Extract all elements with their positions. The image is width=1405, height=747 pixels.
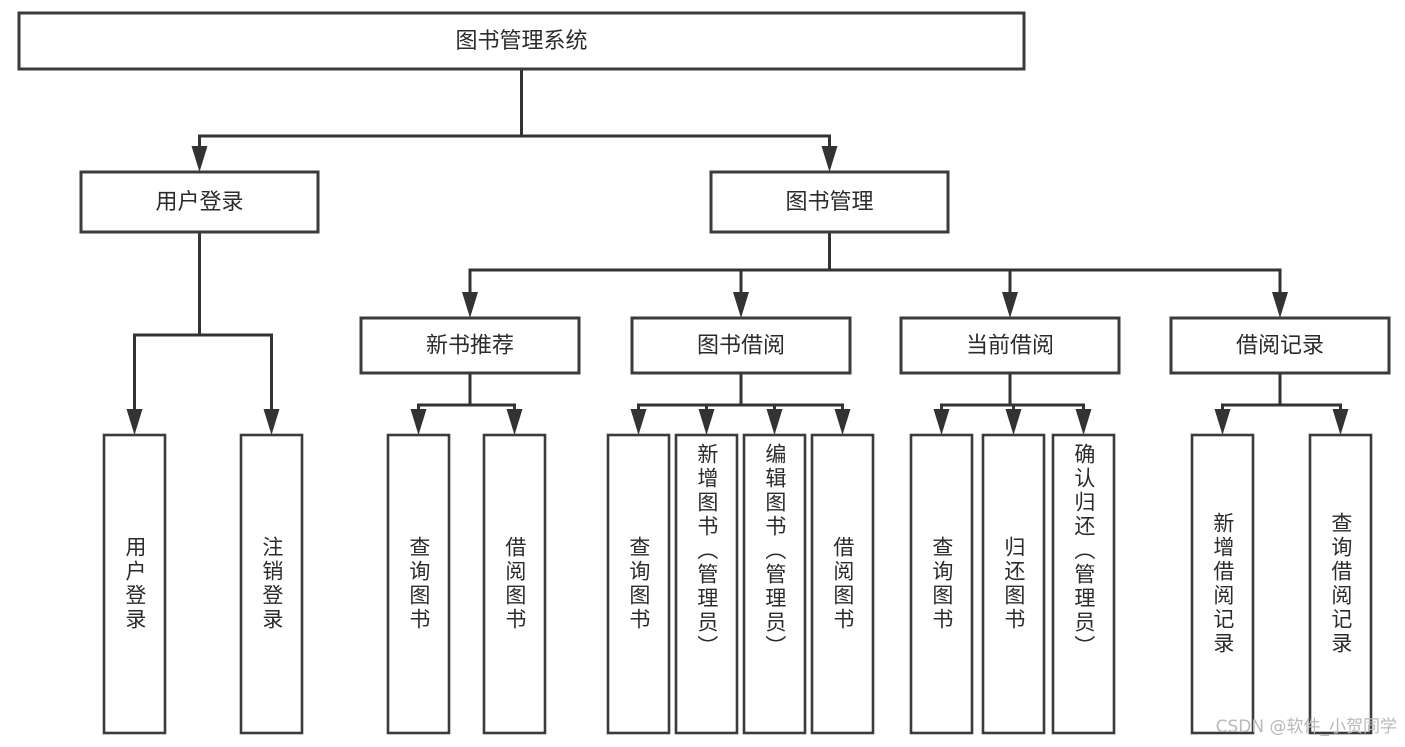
arrow-head-user-login bbox=[191, 146, 208, 172]
node-label-book-manage: 图书管理 bbox=[785, 190, 873, 215]
node-box-book-borrow[interactable] bbox=[630, 316, 852, 375]
connectors-layer bbox=[126, 67, 1349, 435]
node-box-book-manage[interactable] bbox=[709, 170, 950, 234]
node-label-borrow-record: 借阅记录 bbox=[1236, 334, 1324, 359]
node-label-current-borrow: 当前借阅 bbox=[966, 334, 1054, 359]
node-label-user-login: 用户登录 bbox=[155, 190, 243, 215]
node-label-new-book-recommend: 新书推荐 bbox=[426, 334, 514, 359]
node-box-leaf-query-borrow-record[interactable] bbox=[1308, 433, 1373, 735]
arrow-head-leaf-query-borrow-record bbox=[1332, 409, 1349, 435]
node-box-leaf-query-book-2[interactable] bbox=[606, 433, 671, 735]
arrow-head-leaf-query-book-3 bbox=[933, 409, 950, 435]
node-box-leaf-query-book-1[interactable] bbox=[386, 433, 451, 735]
node-box-leaf-borrow-book-2[interactable] bbox=[810, 433, 875, 735]
arrow-head-leaf-add-borrow-record bbox=[1214, 409, 1231, 435]
arrow-head-leaf-edit-book bbox=[766, 409, 783, 435]
arrow-head-leaf-borrow-book-1 bbox=[506, 409, 523, 435]
arrow-head-borrow-record bbox=[1272, 292, 1288, 318]
node-box-leaf-return-book[interactable] bbox=[981, 433, 1046, 735]
node-box-leaf-borrow-book-1[interactable] bbox=[482, 433, 547, 735]
node-box-new-book-recommend[interactable] bbox=[359, 316, 581, 375]
node-label-root: 图书管理系统 bbox=[455, 29, 587, 54]
node-box-user-login[interactable] bbox=[79, 170, 320, 234]
arrow-head-leaf-user-login bbox=[126, 409, 143, 435]
node-box-borrow-record[interactable] bbox=[1169, 316, 1391, 375]
node-box-leaf-query-book-3[interactable] bbox=[909, 433, 974, 735]
node-box-root[interactable] bbox=[17, 11, 1026, 71]
arrow-head-leaf-user-logout bbox=[263, 409, 280, 435]
node-box-leaf-user-logout[interactable] bbox=[239, 433, 304, 735]
arrow-head-book-manage bbox=[821, 146, 838, 172]
arrow-head-leaf-confirm-return bbox=[1075, 409, 1092, 435]
arrow-head-new-book-recommend bbox=[462, 292, 478, 318]
node-box-leaf-edit-book[interactable] bbox=[742, 433, 807, 735]
arrow-head-leaf-return-book bbox=[1005, 409, 1022, 435]
arrow-head-leaf-query-book-2 bbox=[630, 409, 647, 435]
arrow-head-current-borrow bbox=[1002, 292, 1018, 318]
arrow-head-leaf-add-book bbox=[698, 409, 715, 435]
node-box-leaf-confirm-return[interactable] bbox=[1051, 433, 1116, 735]
arrow-head-leaf-borrow-book-2 bbox=[834, 409, 851, 435]
arrow-head-book-borrow bbox=[733, 292, 749, 318]
node-label-book-borrow: 图书借阅 bbox=[697, 334, 785, 359]
boxes-layer bbox=[17, 11, 1391, 735]
watermark-text: CSDN @软件_小贺同学 bbox=[1215, 717, 1397, 737]
node-box-leaf-add-book[interactable] bbox=[674, 433, 739, 735]
arrow-head-leaf-query-book-1 bbox=[410, 409, 427, 435]
node-box-leaf-user-login[interactable] bbox=[102, 433, 167, 735]
node-box-leaf-add-borrow-record[interactable] bbox=[1190, 433, 1255, 735]
node-box-current-borrow[interactable] bbox=[899, 316, 1121, 375]
